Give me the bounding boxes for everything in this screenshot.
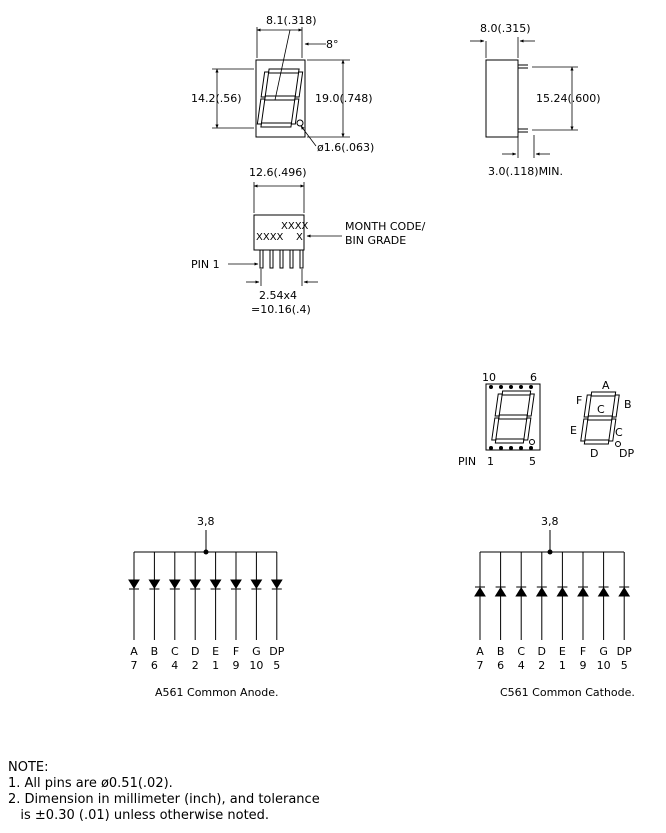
- anode-common-label: 3,8: [197, 515, 215, 528]
- seg-a: A: [602, 379, 610, 392]
- bottom-code-left: XXXX: [256, 232, 284, 243]
- cathode-diode-f: F9: [577, 552, 589, 672]
- pin-diagram-seven-segment: [491, 390, 535, 444]
- front-slant: 8°: [326, 38, 339, 51]
- cathode-segment-label: C: [517, 645, 525, 658]
- anode-pin-number: 4: [171, 659, 178, 672]
- anode-diode-a: A7: [128, 552, 140, 672]
- pin-top-left: 10: [482, 371, 496, 384]
- note-line-1: 1. All pins are ø0.51(.02).: [8, 776, 173, 791]
- anode-caption: A561 Common Anode.: [155, 686, 279, 699]
- pin1-label: PIN 1: [191, 258, 220, 271]
- side-pin-span: 15.24(.600): [536, 92, 601, 105]
- cathode-pin-number: 1: [559, 659, 566, 672]
- pin-bottom-right: 5: [529, 455, 536, 468]
- seg-c-mid: C: [597, 403, 605, 416]
- common-cathode-circuit: 3,8 C561 Common Cathode. A7B6C4D2E1F9G10…: [474, 515, 635, 699]
- front-height-left: 14.2(.56): [191, 92, 242, 105]
- cathode-segment-label: E: [559, 645, 566, 658]
- cathode-common-label: 3,8: [541, 515, 559, 528]
- cathode-pin-number: 9: [580, 659, 587, 672]
- seg-dp: DP: [619, 447, 634, 460]
- anode-segment-label: E: [212, 645, 219, 658]
- anode-diode-c: C4: [168, 552, 181, 672]
- pin-dots-bottom: [489, 446, 533, 450]
- side-thickness: 8.0(.315): [480, 22, 531, 35]
- cathode-pin-number: 2: [538, 659, 545, 672]
- bottom-view: XXXX XXXX X 12.6(.496) MONTH CODE/ BIN G…: [191, 166, 426, 316]
- anode-segment-label: DP: [269, 645, 284, 658]
- note-line-3: is ±0.30 (.01) unless otherwise noted.: [8, 808, 270, 823]
- seg-c: C: [615, 426, 623, 439]
- anode-diode-b: B6: [148, 552, 161, 672]
- bottom-width: 12.6(.496): [249, 166, 307, 179]
- anode-pin-number: 6: [151, 659, 158, 672]
- cathode-segment-label: G: [599, 645, 608, 658]
- anode-diode-f: F9: [230, 552, 242, 672]
- note-line-2: 2. Dimension in millimeter (inch), and t…: [8, 792, 320, 807]
- seg-b: B: [624, 398, 632, 411]
- anode-pin-number: 10: [249, 659, 263, 672]
- anode-pin-number: 7: [131, 659, 138, 672]
- cathode-diode-c: C4: [515, 552, 528, 672]
- anode-segment-label: B: [151, 645, 159, 658]
- anode-segment-label: D: [191, 645, 199, 658]
- cathode-pin-number: 5: [621, 659, 628, 672]
- front-pin-dia: ø1.6(.063): [317, 141, 374, 154]
- anode-diode-dp: DP5: [269, 552, 285, 672]
- pitch-label: 2.54x4: [259, 289, 297, 302]
- cathode-diode-d: D2: [535, 552, 548, 672]
- cathode-pin-number: 7: [477, 659, 484, 672]
- anode-segment-label: A: [130, 645, 138, 658]
- anode-segment-label: G: [252, 645, 261, 658]
- cathode-diode-e: E1: [556, 552, 569, 672]
- anode-pin-number: 2: [192, 659, 199, 672]
- front-seven-segment: [256, 68, 304, 128]
- anode-segment-label: C: [171, 645, 179, 658]
- anode-diode-d: D2: [189, 552, 202, 672]
- pin-diagram: 10 6 PIN 1 5: [458, 371, 541, 468]
- common-anode-circuit: 3,8 A561 Common Anode. A7B6C4D2E1F9G10DP…: [128, 515, 285, 699]
- cathode-diode-g: G10: [597, 552, 611, 672]
- cathode-diode-a: A7: [474, 552, 486, 672]
- cathode-segment-label: DP: [617, 645, 632, 658]
- anode-segment-label: F: [233, 645, 239, 658]
- anode-pin-number: 9: [233, 659, 240, 672]
- anode-diode-e: E1: [209, 552, 222, 672]
- cathode-segment-label: D: [538, 645, 546, 658]
- cathode-caption: C561 Common Cathode.: [500, 686, 635, 699]
- bottom-code-x: X: [296, 232, 303, 243]
- side-view: 8.0(.315) 15.24(.600) 3.0(.118)MIN.: [470, 22, 601, 178]
- front-height-right: 19.0(.748): [315, 92, 373, 105]
- front-top-width: 8.1(.318): [266, 14, 317, 27]
- anode-diode-g: G10: [249, 552, 263, 672]
- cathode-segment-label: B: [497, 645, 505, 658]
- cathode-pin-number: 4: [518, 659, 525, 672]
- seg-e: E: [570, 424, 577, 437]
- seg-d: D: [590, 447, 598, 460]
- anode-pin-number: 5: [273, 659, 280, 672]
- cathode-segment-label: A: [476, 645, 484, 658]
- pin-bottom-left: 1: [487, 455, 494, 468]
- cathode-pin-number: 10: [597, 659, 611, 672]
- seg-f: F: [576, 394, 582, 407]
- bottom-code-top: XXXX: [281, 221, 309, 232]
- front-view: 8.1(.318) 8° 14.2(.56) 19.0(.748) ø1.6(.…: [191, 14, 374, 154]
- cathode-diode-dp: DP5: [617, 552, 632, 672]
- anode-pin-number: 1: [212, 659, 219, 672]
- pin-dots-top: [489, 385, 533, 389]
- segment-legend: A B C F E C D DP: [570, 379, 634, 460]
- pin-top-right: 6: [530, 371, 537, 384]
- side-pin-length: 3.0(.118)MIN.: [488, 165, 563, 178]
- cathode-diode-b: B6: [494, 552, 507, 672]
- pin-label: PIN: [458, 455, 476, 468]
- cathode-segment-label: F: [580, 645, 586, 658]
- pitch-total-label: =10.16(.4): [251, 303, 311, 316]
- cathode-pin-number: 6: [497, 659, 504, 672]
- bottom-pins: [259, 249, 304, 269]
- notes-title: NOTE:: [8, 760, 49, 775]
- bin-grade-label: BIN GRADE: [345, 234, 406, 247]
- month-code-label: MONTH CODE/: [345, 220, 426, 233]
